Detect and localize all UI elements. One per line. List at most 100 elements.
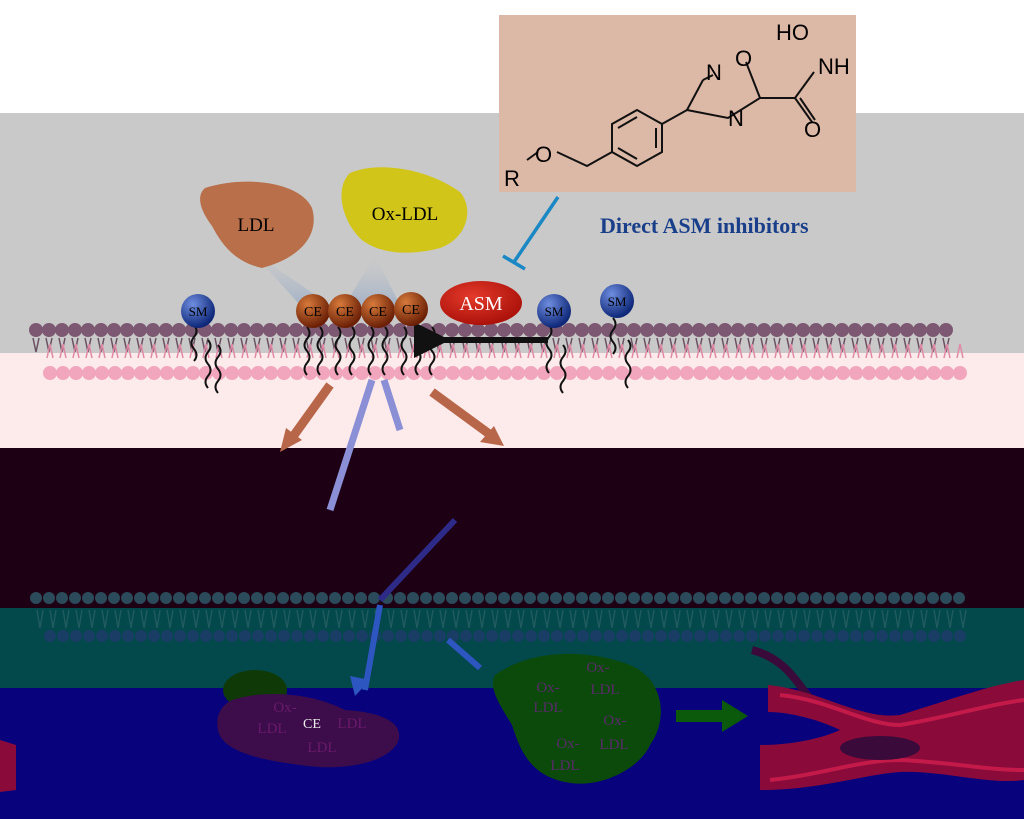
lipid-tail-lower — [709, 343, 717, 359]
lipid-head-lower-membrane-bottom — [811, 630, 823, 642]
lipid-head-lower-membrane-bottom — [577, 630, 589, 642]
lipid-tail-lower — [228, 343, 236, 359]
lipid-tail-lower — [670, 343, 678, 359]
lipid-head-lower-membrane-top — [329, 592, 341, 604]
lipid-tail-lower — [878, 343, 886, 359]
aggregate-right-item-6: LDL — [550, 758, 579, 774]
lipid-tail-lower-membrane — [647, 609, 655, 629]
lipid-head-lower-membrane-bottom — [720, 630, 732, 642]
lipid-tail-lower — [358, 343, 366, 359]
lipid-tail-lower — [579, 343, 587, 359]
lipid-head-lower — [927, 366, 941, 380]
lipid-head-lower — [862, 366, 876, 380]
lipid-head-lower-membrane-top — [524, 592, 536, 604]
lipid-head-lower — [706, 366, 720, 380]
lipid-tail-lower-membrane — [673, 609, 681, 629]
lipid-head-lower-membrane-bottom — [512, 630, 524, 642]
lipid-head-lower-membrane-bottom — [954, 630, 966, 642]
lipid-head-lower — [732, 366, 746, 380]
aggregate-left-item-2: LDL — [257, 721, 286, 737]
lipid-head-upper — [354, 323, 368, 337]
lipid-head-upper — [887, 323, 901, 337]
lipid-head-upper — [653, 323, 667, 337]
lipid-tail-lower-membrane — [296, 609, 304, 629]
lipid-head-lower — [355, 366, 369, 380]
lipid-head-lower — [407, 366, 421, 380]
lipid-head-lower-membrane-top — [888, 592, 900, 604]
lipid-head-lower-membrane-bottom — [603, 630, 615, 642]
lipid-head-lower — [290, 366, 304, 380]
lipid-head-upper — [861, 323, 875, 337]
lipid-head-lower — [342, 366, 356, 380]
lipid-tail-lower — [176, 343, 184, 359]
lipid-head-lower — [121, 366, 135, 380]
lipid-tail-lower-membrane — [920, 609, 928, 629]
lipid-head-lower-membrane-top — [472, 592, 484, 604]
lipid-head-lower — [641, 366, 655, 380]
lipid-head-lower-membrane-bottom — [889, 630, 901, 642]
lipid-tail-lower — [865, 343, 873, 359]
lipid-head-lower-membrane-top — [108, 592, 120, 604]
lipid-head-lower-membrane-bottom — [694, 630, 706, 642]
lipid-tail-lower — [514, 343, 522, 359]
ce-molecule-3: CE — [361, 294, 395, 328]
artery-illustration — [0, 646, 1024, 792]
lipid-tail-lower — [696, 343, 704, 359]
lipid-head-lower-membrane-bottom — [252, 630, 264, 642]
lipid-head-lower — [680, 366, 694, 380]
lipid-tail-lower-membrane — [530, 609, 538, 629]
lipid-head-lower-membrane-bottom — [746, 630, 758, 642]
lipid-head-lower-membrane-bottom — [356, 630, 368, 642]
lipid-head-lower — [82, 366, 96, 380]
lipid-head-lower-membrane-bottom — [382, 630, 394, 642]
lipid-tail-lower-membrane — [517, 609, 525, 629]
lipid-head-upper — [926, 323, 940, 337]
lipid-tail-lower — [761, 343, 769, 359]
lipid-head-lower-membrane-top — [615, 592, 627, 604]
lipid-head-lower-membrane-bottom — [96, 630, 108, 642]
lipid-head-lower-membrane-bottom — [915, 630, 927, 642]
lipid-head-lower-membrane-top — [160, 592, 172, 604]
lipid-head-lower-membrane-bottom — [460, 630, 472, 642]
lower-membrane-tails — [36, 609, 967, 629]
lipid-tail-lower-membrane — [257, 609, 265, 629]
lipid-head-lower-membrane-top — [849, 592, 861, 604]
lipid-tail-lower-membrane — [140, 609, 148, 629]
lipid-tail-lower-membrane — [166, 609, 174, 629]
lipid-head-lower-membrane-top — [745, 592, 757, 604]
lipid-tail-lower — [189, 343, 197, 359]
lipid-tail-lower — [683, 343, 691, 359]
lipid-tail-lower-membrane — [699, 609, 707, 629]
lipid-head-lower-membrane-top — [940, 592, 952, 604]
lipid-head-lower-membrane-top — [641, 592, 653, 604]
lipid-head-upper — [120, 323, 134, 337]
lipid-head-upper — [159, 323, 173, 337]
lipid-tail-lower — [111, 343, 119, 359]
lipid-head-lower-membrane-top — [719, 592, 731, 604]
lipid-head-lower-membrane-bottom — [564, 630, 576, 642]
lipid-tail-lower-membrane — [582, 609, 590, 629]
lipid-tail-lower-membrane — [283, 609, 291, 629]
lipid-head-lower-membrane-bottom — [733, 630, 745, 642]
lipid-head-lower — [446, 366, 460, 380]
lipid-tail-lower-membrane — [231, 609, 239, 629]
lipid-tail-upper — [32, 337, 40, 353]
lipid-head-lower-membrane-top — [706, 592, 718, 604]
lipid-tail-lower — [956, 343, 964, 359]
aggregate-left-item-3: CE — [303, 717, 321, 732]
lipid-head-lower — [745, 366, 759, 380]
lipid-tail-lower-membrane — [309, 609, 317, 629]
r-group-text: R — [504, 166, 520, 191]
lipid-tail-lower-membrane — [62, 609, 70, 629]
lipid-head-lower — [849, 366, 863, 380]
lipid-head-upper — [874, 323, 888, 337]
lipid-head-upper — [289, 323, 303, 337]
lipid-head-lower-membrane-top — [186, 592, 198, 604]
lipid-head-lower-membrane-bottom — [525, 630, 537, 642]
lower-membrane-heads-top — [30, 592, 965, 604]
lipid-head-lower-membrane-bottom — [590, 630, 602, 642]
lipid-tail-lower-membrane — [322, 609, 330, 629]
ring-n-bottom-text: N — [728, 106, 744, 131]
lipid-head-lower-membrane-top — [771, 592, 783, 604]
lipid-tail-lower-membrane — [153, 609, 161, 629]
